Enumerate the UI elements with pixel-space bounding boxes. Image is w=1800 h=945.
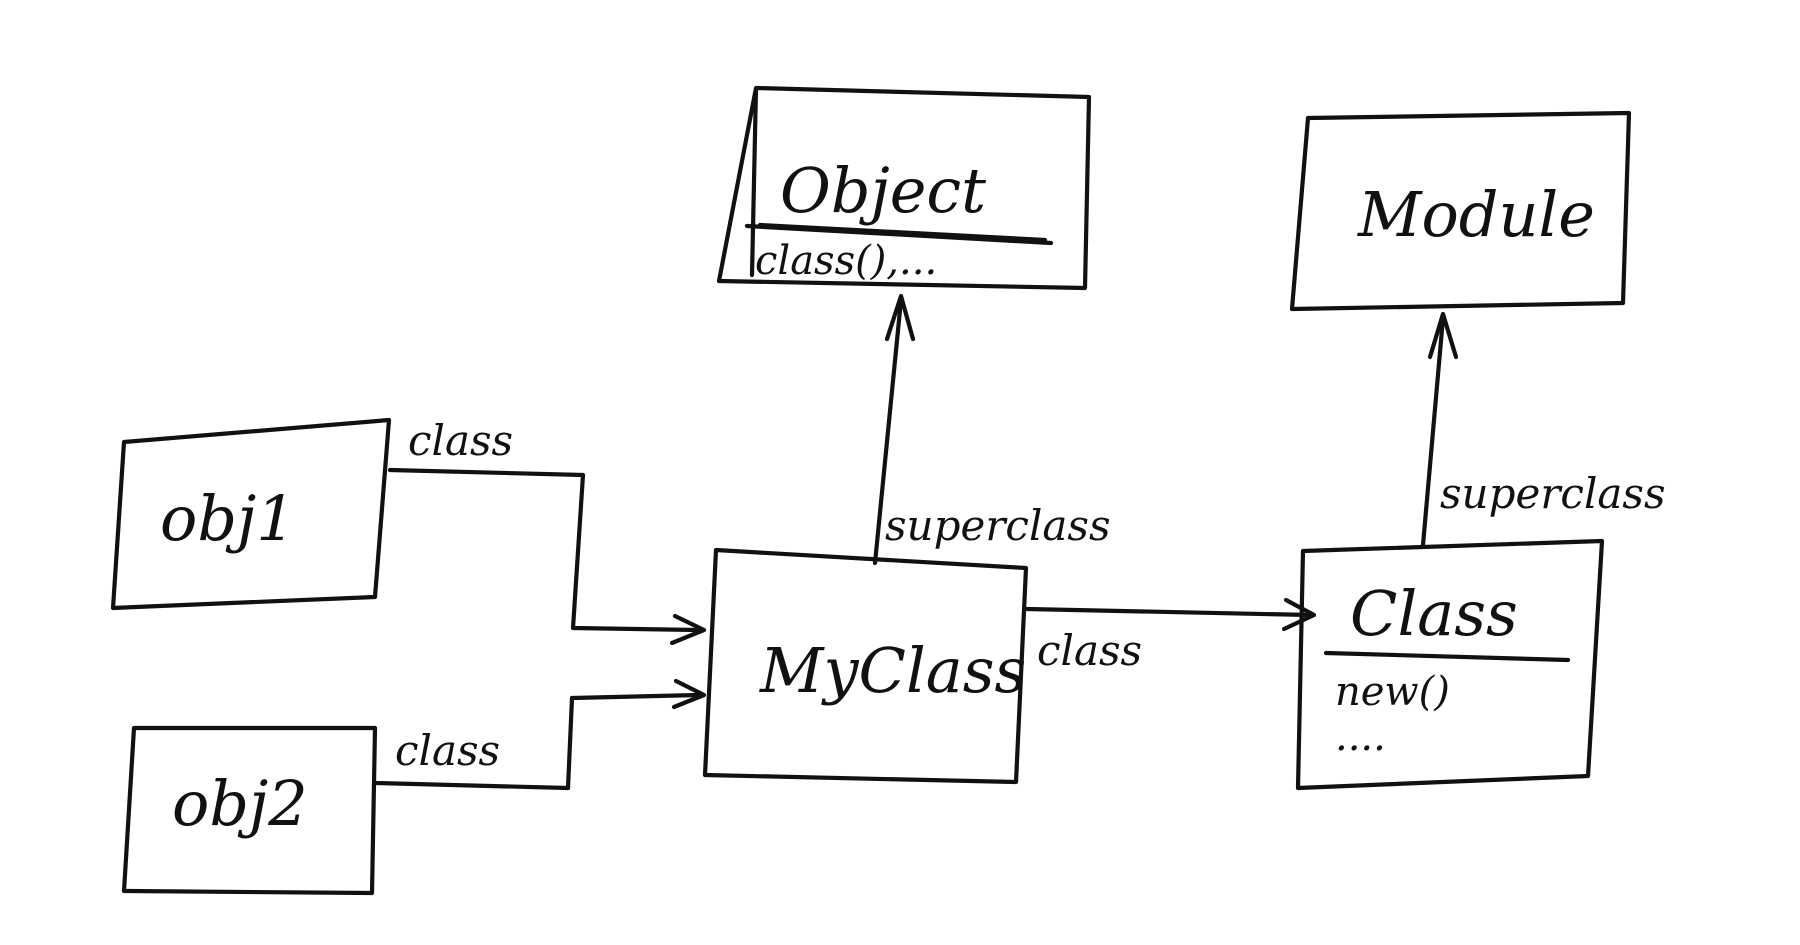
edge-obj2-label: class (395, 726, 500, 775)
edge-myclass-to-object: superclass (872, 293, 1111, 566)
edge-myclass-class-line (1024, 606, 1313, 618)
edge-myclass-object-line (872, 297, 904, 566)
myclass-box (702, 547, 1029, 785)
edge-class-module-line (1420, 315, 1446, 548)
edge-class-to-module: superclass (1420, 311, 1666, 548)
edge-obj1-arrowhead (669, 613, 707, 646)
edge-myclass-class-arrowhead (1281, 597, 1317, 632)
class-node: Class new() .... (1295, 538, 1605, 791)
object-method: class(),... (755, 238, 937, 284)
obj1-box (110, 417, 392, 611)
edge-obj2-line (372, 692, 702, 791)
obj2-box (121, 725, 378, 896)
module-box (1289, 110, 1632, 312)
edge-class-module-arrowhead (1427, 311, 1459, 360)
class-title: Class (1350, 577, 1518, 650)
edge-obj1-to-myclass: class (387, 416, 707, 646)
obj1-node: obj1 (110, 417, 392, 611)
object-node: Object class(),... (716, 85, 1092, 291)
obj2-node: obj2 (121, 725, 378, 896)
edge-obj1-line (387, 467, 700, 633)
edge-myclass-class-label: class (1037, 626, 1142, 675)
object-title-underline (757, 222, 1048, 243)
obj1-title: obj1 (160, 482, 296, 555)
edge-myclass-object-label: superclass (885, 501, 1111, 550)
class-divider (1323, 650, 1571, 663)
edge-obj1-label: class (408, 416, 513, 465)
myclass-node: MyClass (702, 547, 1029, 785)
object-title: Object (780, 154, 986, 227)
module-node: Module (1289, 110, 1632, 312)
object-box (716, 85, 1092, 291)
edge-class-module-label: superclass (1440, 469, 1666, 518)
obj2-title: obj2 (172, 767, 308, 840)
class-method-new: new() (1335, 669, 1450, 715)
edge-obj2-to-myclass: class (372, 678, 707, 791)
class-box (1295, 538, 1605, 791)
module-title: Module (1357, 178, 1595, 251)
edge-myclass-to-class: class (1024, 597, 1317, 675)
myclass-title: MyClass (759, 634, 1026, 707)
edge-obj2-arrowhead (671, 678, 707, 710)
edge-myclass-object-arrowhead (884, 293, 916, 342)
class-method-more: .... (1335, 714, 1386, 760)
